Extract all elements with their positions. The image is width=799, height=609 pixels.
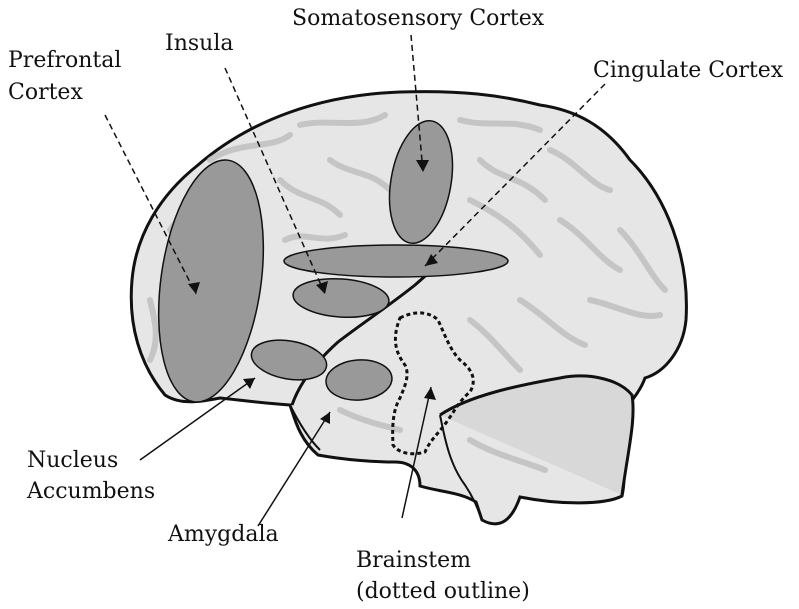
nucleus-accumbens-label-line1: Nucleus	[27, 448, 118, 473]
brainstem-label-line2: (dotted outline)	[356, 579, 530, 604]
brainstem-label-line1: Brainstem	[356, 548, 471, 573]
prefrontal-label-line2: Cortex	[8, 80, 83, 105]
cingulate-cortex-region	[284, 245, 508, 277]
insula-label: Insula	[165, 31, 233, 56]
cingulate-label: Cingulate Cortex	[593, 58, 784, 83]
somatosensory-label: Somatosensory Cortex	[292, 6, 545, 31]
amygdala-leader-line	[258, 412, 330, 526]
amygdala-label: Amygdala	[167, 522, 279, 547]
prefrontal-label-line1: Prefrontal	[8, 48, 121, 73]
nucleus-accumbens-label-line2: Accumbens	[26, 479, 155, 504]
